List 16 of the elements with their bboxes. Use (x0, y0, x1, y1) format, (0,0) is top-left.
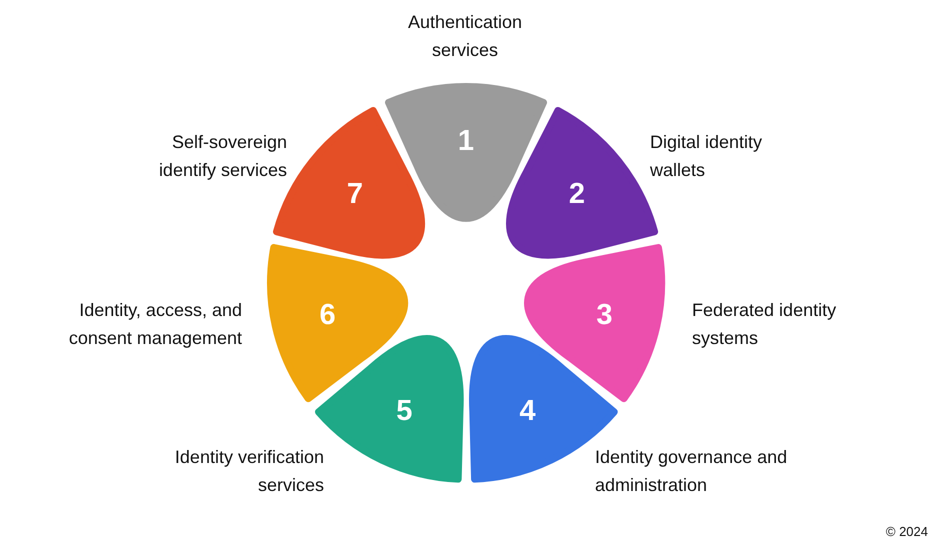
segment-label: Self-sovereign identify services (158, 131, 287, 182)
segment-number: 1 (458, 124, 474, 157)
segment-number: 6 (319, 298, 336, 331)
segment-label: Identity, access, and consent management (68, 299, 242, 350)
segment-label: Identity verification services (174, 446, 324, 497)
wheel-segment (384, 82, 548, 224)
segment-number: 4 (520, 394, 536, 427)
segment-label: Identity governance and administration (595, 446, 788, 497)
segment-label: Authentication services (406, 11, 524, 62)
segment-label: Digital identity wallets (650, 131, 764, 182)
segment-label: Federated identity systems (692, 299, 838, 350)
segment-number: 2 (568, 178, 586, 210)
segment-number: 3 (596, 298, 612, 331)
copyright-note: © 2024 (886, 524, 928, 540)
segment-number: 7 (346, 178, 364, 210)
segment-number: 5 (396, 394, 412, 427)
